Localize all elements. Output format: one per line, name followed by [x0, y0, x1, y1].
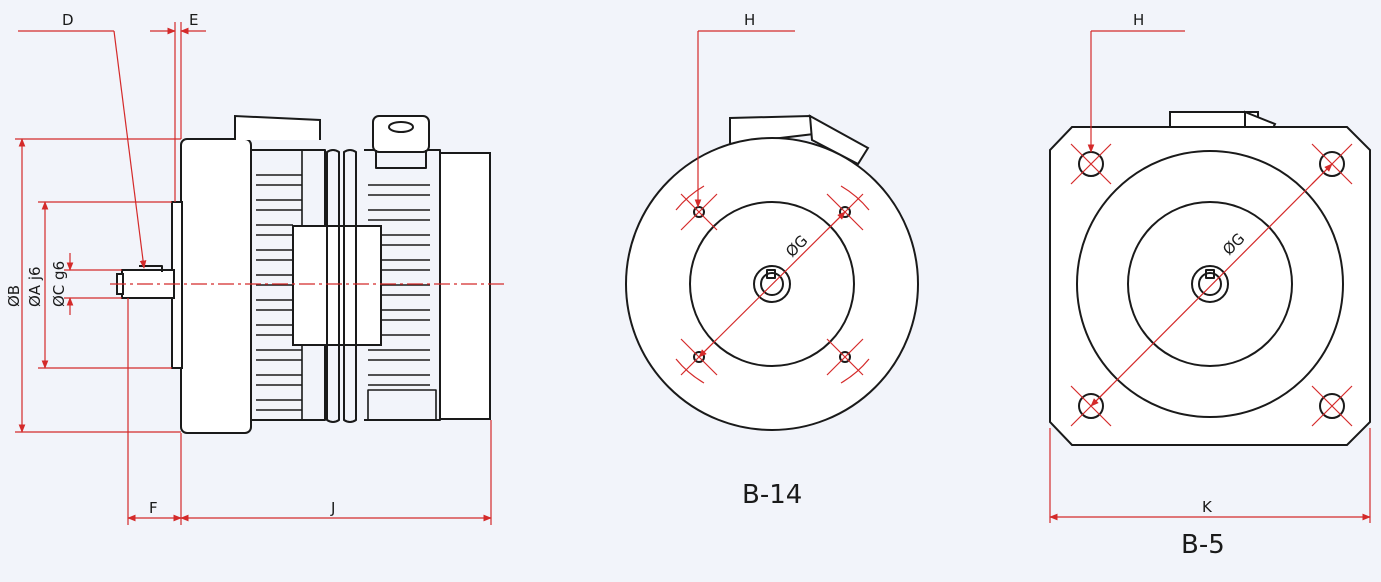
b14-outline	[625, 114, 919, 431]
label-f: F	[149, 499, 158, 517]
b14-title: B-14	[742, 480, 802, 510]
label-j: J	[330, 499, 335, 517]
b5-outline	[1049, 110, 1371, 446]
label-e: E	[189, 11, 198, 29]
b5-label-h: H	[1133, 11, 1144, 29]
b5-view: H ØG K B-5	[1049, 11, 1371, 560]
b5-label-k: K	[1202, 498, 1213, 516]
label-c: ØC g6	[50, 261, 68, 307]
b5-title: B-5	[1181, 530, 1225, 560]
label-b: ØB	[5, 285, 23, 307]
label-d: D	[62, 11, 74, 29]
b14-label-h: H	[744, 11, 755, 29]
label-a: ØA j6	[26, 266, 44, 307]
side-view: D E ØB ØA j6 ØC g6 F J	[5, 11, 505, 525]
motor-side-outline	[116, 114, 491, 434]
b14-view: H ØG B-14	[625, 11, 919, 510]
